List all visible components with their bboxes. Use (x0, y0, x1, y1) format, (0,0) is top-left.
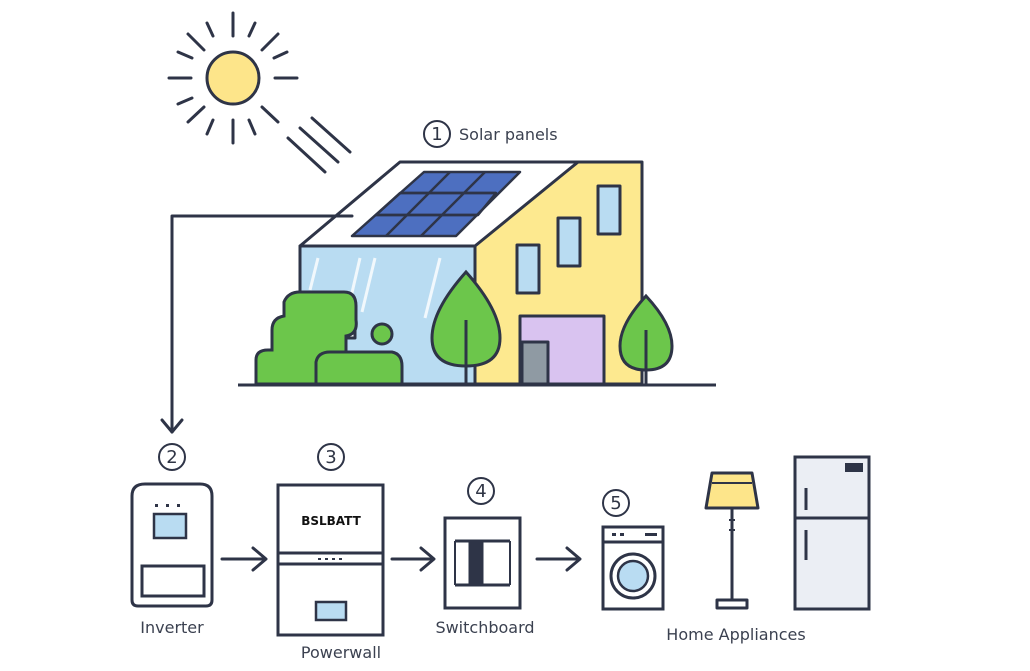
bush-icon (254, 290, 404, 386)
brand-logo-text: BSLBATT (301, 514, 361, 528)
refrigerator-icon (793, 455, 871, 611)
switchboard-icon (443, 516, 522, 610)
powerwall-label: Powerwall (301, 643, 381, 662)
step-5-number: 5 (610, 493, 621, 514)
inverter-label: Inverter (140, 618, 204, 637)
floor-lamp-icon (704, 471, 760, 610)
flow-arrow (390, 546, 436, 572)
step-3-number: 3 (325, 447, 336, 468)
sun-icon (167, 11, 352, 174)
switchboard-label: Switchboard (435, 618, 534, 637)
solar-panels-label: 1 Solar panels (423, 120, 558, 148)
tree-icon (618, 293, 674, 384)
connector-arrow (160, 214, 354, 434)
home-appliances-label: Home Appliances (666, 625, 805, 644)
step-2-number: 2 (166, 447, 177, 468)
flow-arrow (220, 546, 268, 572)
step-2-badge: 2 (158, 443, 186, 471)
step-5-badge: 5 (602, 489, 630, 517)
solar-panels-text: Solar panels (459, 125, 558, 144)
powerwall-icon (276, 483, 385, 637)
inverter-icon (130, 482, 214, 608)
step-1-number: 1 (431, 124, 442, 145)
flow-arrow (535, 546, 582, 572)
washing-machine-icon (601, 525, 665, 611)
tree-icon (430, 269, 502, 384)
step-4-number: 4 (475, 481, 486, 502)
step-3-badge: 3 (317, 443, 345, 471)
solar-panel-icon (350, 170, 522, 238)
step-4-badge: 4 (467, 477, 495, 505)
